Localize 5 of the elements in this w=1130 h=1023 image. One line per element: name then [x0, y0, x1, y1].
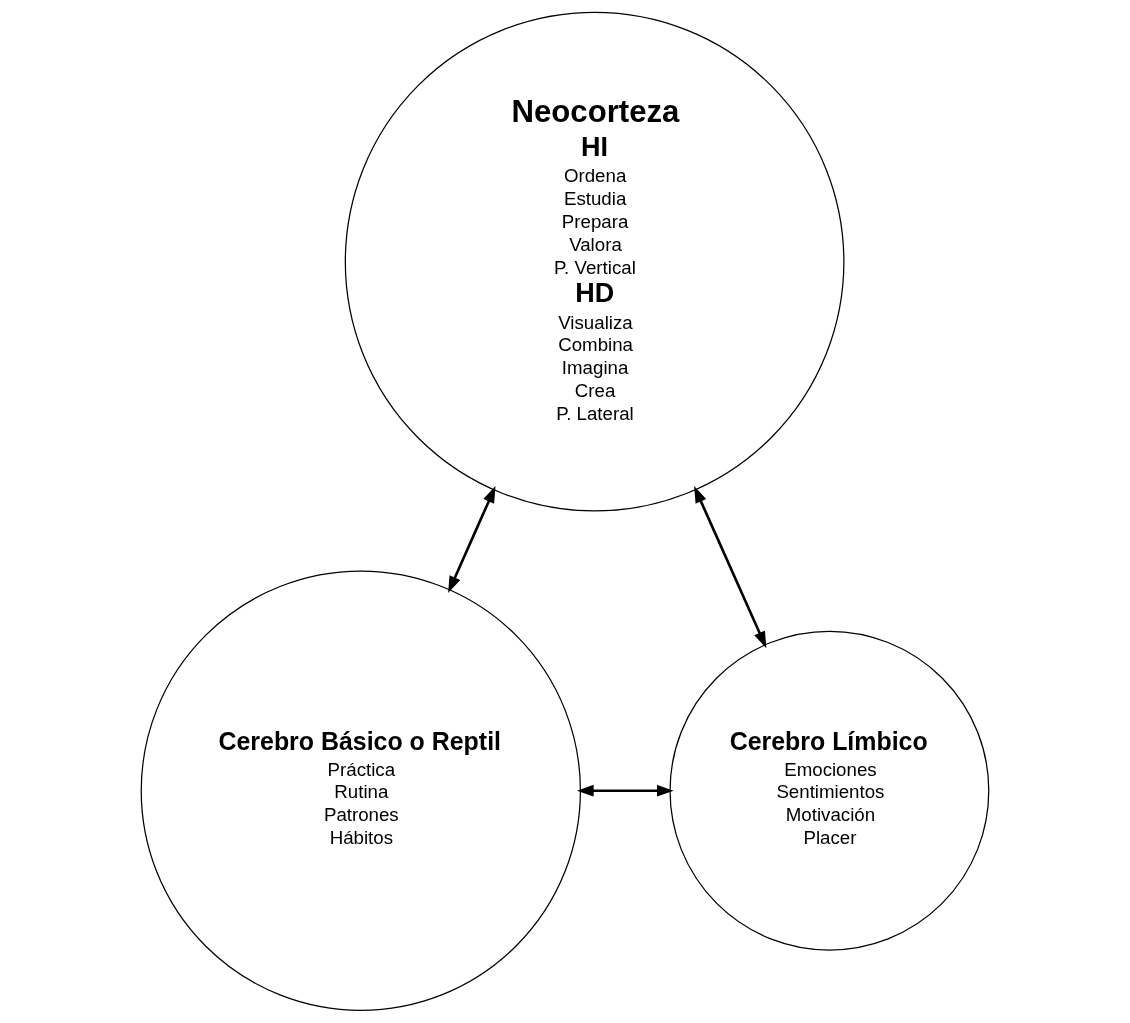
node-circle: Neocorteza HI Ordena Estudia Prepara Valora P. Vertical HD Visualiza Combina Imagina Crea P. Lateral	[344, 11, 845, 512]
arrow	[577, 784, 674, 797]
node-circle: Cerebro Básico o Reptil Práctica Rutina Patrones Hábitos	[140, 570, 582, 1011]
arrow	[694, 486, 767, 649]
arrow	[448, 486, 496, 593]
